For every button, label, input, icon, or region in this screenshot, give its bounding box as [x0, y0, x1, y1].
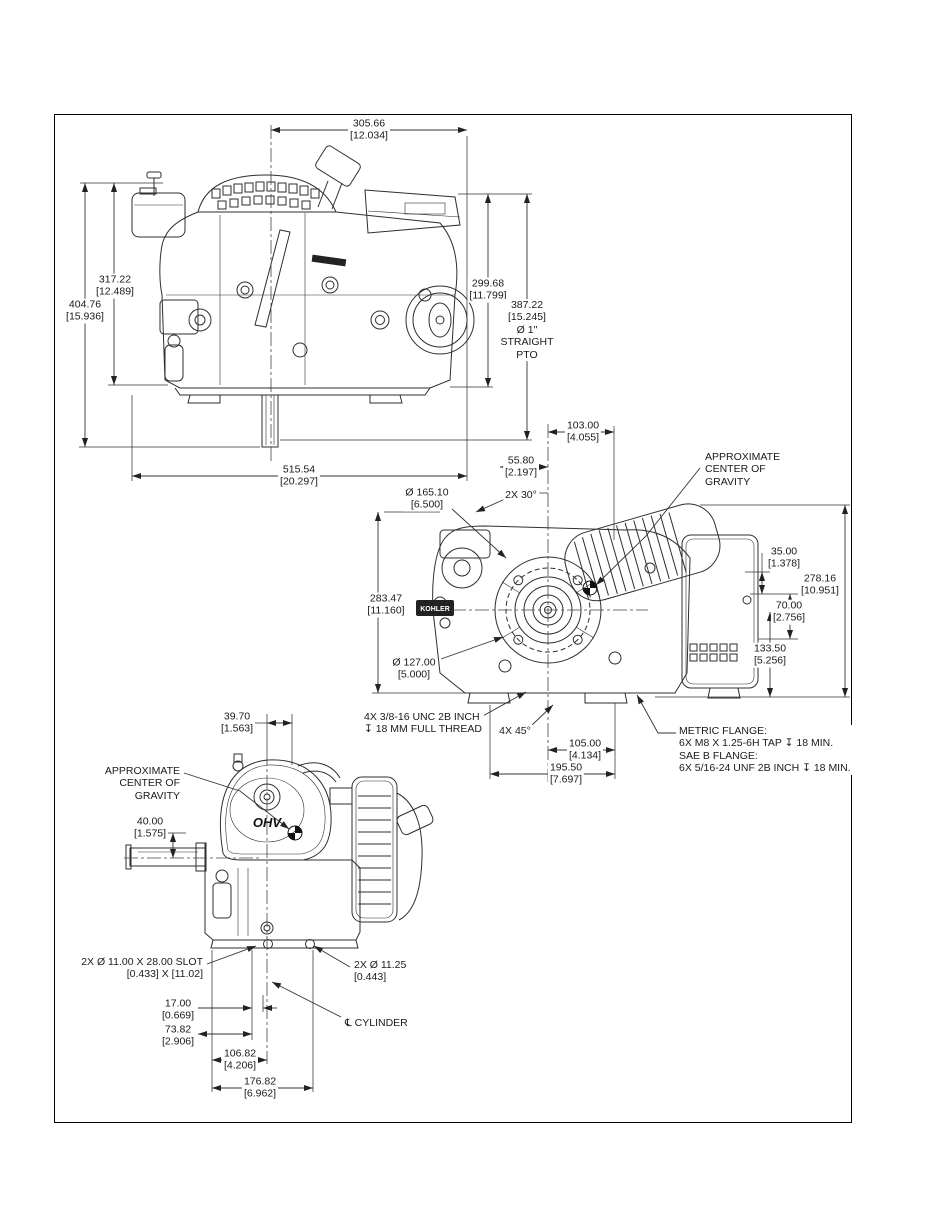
angle-4x45-label: 4X 45° [497, 724, 533, 738]
dim-278: 278.16 [10.951] [799, 572, 841, 598]
slot-dimension-note: 2X Ø 11.00 X 28.00 SLOT [0.433] X [11.02… [79, 956, 205, 981]
hole-dimension-note: 2X Ø 11.25 [0.443] [352, 959, 409, 984]
dim-height-overall: 404.76 [15.936] [64, 298, 106, 324]
dim-17: 17.00 [0.669] [159, 997, 197, 1023]
dim-283: 283.47 [11.160] [365, 592, 407, 618]
pto-dimension-note: 387.22 [15.245] Ø 1" STRAIGHT PTO [498, 299, 556, 361]
dim-176: 176.82 [6.962] [241, 1075, 279, 1101]
dim-width-center-to-right: 305.66 [12.034] [348, 117, 390, 143]
dim-105: 105.00 [4.134] [566, 737, 604, 763]
dim-length-overall: 515.54 [20.297] [278, 463, 320, 489]
cg-note-front-view: APPROXIMATE CENTER OF GRAVITY [102, 765, 182, 803]
angle-2x30-label: 2X 30° [503, 488, 539, 502]
dim-133: 133.50 [5.256] [751, 642, 789, 668]
mounting-flange-note: METRIC FLANGE: 6X M8 X 1.25-6H TAP ↧ 18 … [677, 725, 853, 775]
cg-note-pto-view: APPROXIMATE CENTER OF GRAVITY [703, 451, 783, 489]
dim-35: 35.00 [1.378] [765, 545, 803, 571]
pto-view-illustration: KOHLER [416, 503, 759, 704]
ohv-logo: OHV [253, 815, 283, 830]
drawing-border [54, 114, 852, 1123]
tapped-hole-note: 4X 3/8-16 UNC 2B INCH ↧ 18 MM FULL THREA… [362, 711, 484, 736]
cylinder-centerline-label: ℄ CYLINDER [343, 1017, 410, 1030]
center-of-gravity-symbol [582, 580, 598, 596]
dim-55: 55.80 [2.197] [502, 454, 540, 480]
dim-39: 39.70 [1.563] [218, 710, 256, 736]
flange-diameter-label: Ø 165.10 [6.500] [403, 486, 451, 512]
dim-103: 103.00 [4.055] [564, 419, 602, 445]
kohler-brand-plate: KOHLER [420, 606, 450, 613]
dim-195: 195.50 [7.697] [547, 761, 585, 787]
dim-70: 70.00 [2.756] [770, 599, 808, 625]
dim-height-to-shroud: 317.22 [12.489] [94, 273, 136, 299]
bolt-circle-diameter-label: Ø 127.00 [5.000] [390, 656, 438, 682]
dim-40: 40.00 [1.575] [131, 815, 169, 841]
center-of-gravity-symbol [287, 825, 303, 841]
dim-73: 73.82 [2.906] [159, 1023, 197, 1049]
dim-106: 106.82 [4.206] [221, 1047, 259, 1073]
